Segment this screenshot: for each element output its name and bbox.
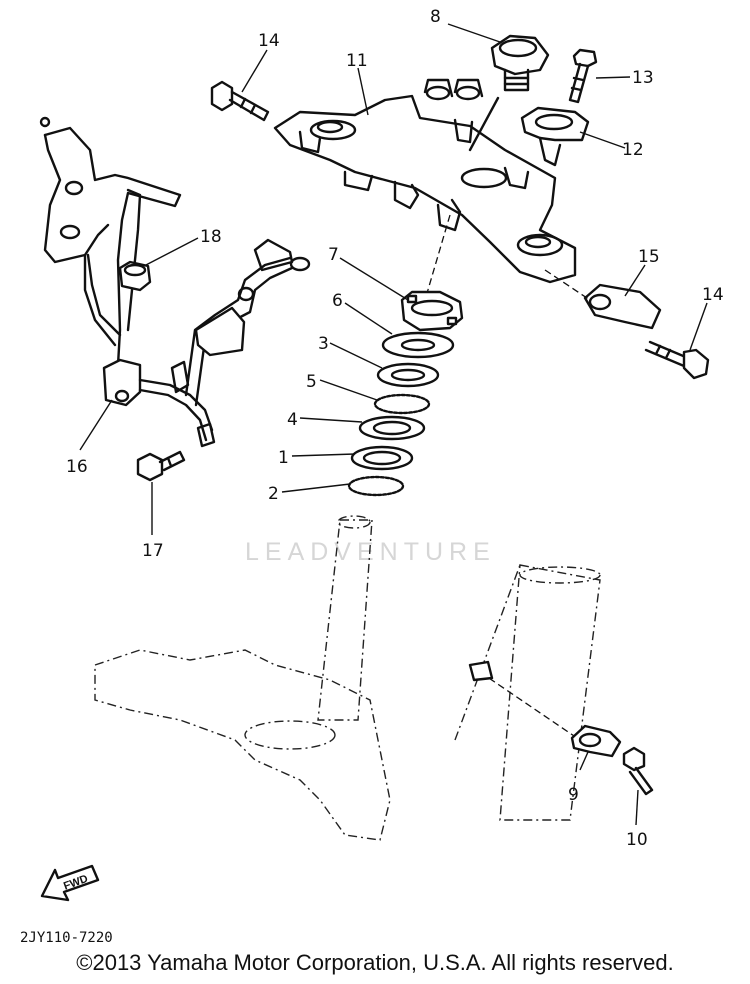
upper-bracket-part-11 [273, 78, 577, 284]
callout-8: 8 [430, 7, 441, 27]
callout-15: 15 [638, 247, 660, 267]
ring-nut-part-7 [400, 290, 464, 332]
stem-bolt-part-8 [490, 34, 550, 92]
callout-5: 5 [306, 372, 317, 392]
ball-bearing-part-5 [373, 393, 431, 415]
fork-tube-ghost [454, 564, 601, 821]
callout-14-right: 14 [702, 285, 724, 305]
callout-10: 10 [626, 830, 648, 850]
cable-guide-axis [479, 671, 581, 741]
ball-bearing-part-2 [347, 475, 405, 497]
callout-12: 12 [622, 140, 644, 160]
tab-fork [468, 660, 494, 682]
handlebar-holder-part-12 [520, 106, 590, 167]
pinch-bolt-part-14-left [210, 80, 270, 122]
bolt-part-10 [622, 746, 654, 796]
bearing-race-part-1 [350, 445, 414, 471]
clamp-bracket-part-15 [544, 269, 662, 330]
under-bracket-ghost [94, 515, 391, 841]
washer-part-6 [381, 331, 455, 359]
callout-17: 17 [142, 541, 164, 561]
callout-18: 18 [200, 227, 222, 247]
callout-numbers: 1 2 3 4 5 6 7 8 9 10 11 12 13 14 15 14 1… [66, 7, 724, 850]
meter-bracket-part-16 [39, 116, 311, 448]
grommet-part-18 [118, 260, 152, 292]
callout-1: 1 [278, 448, 289, 468]
bolt-part-17 [136, 450, 186, 482]
bearing-race-part-3 [376, 362, 440, 388]
callout-4: 4 [287, 410, 298, 430]
pinch-bolt-part-14-right [644, 340, 710, 380]
diagram-code: 2JY110-7220 [20, 930, 113, 946]
callout-6: 6 [332, 291, 343, 311]
bearing-race-part-4 [358, 415, 426, 441]
callout-9: 9 [568, 785, 579, 805]
forward-arrow-icon: FWD [40, 864, 100, 902]
callout-11: 11 [346, 51, 368, 71]
callout-13: 13 [632, 68, 654, 88]
callout-16: 16 [66, 457, 88, 477]
cable-guide-part-9 [570, 724, 622, 758]
watermark: LEADVENTURE [245, 538, 496, 566]
assembly-axis [424, 214, 451, 301]
callout-7: 7 [328, 245, 339, 265]
callout-3: 3 [318, 334, 329, 354]
copyright-notice: ©2013 Yamaha Motor Corporation, U.S.A. A… [76, 950, 674, 975]
callout-14-top: 14 [258, 31, 280, 51]
holder-bolt-part-13 [568, 48, 598, 104]
leader-lines [79, 23, 708, 826]
callout-2: 2 [268, 484, 279, 504]
